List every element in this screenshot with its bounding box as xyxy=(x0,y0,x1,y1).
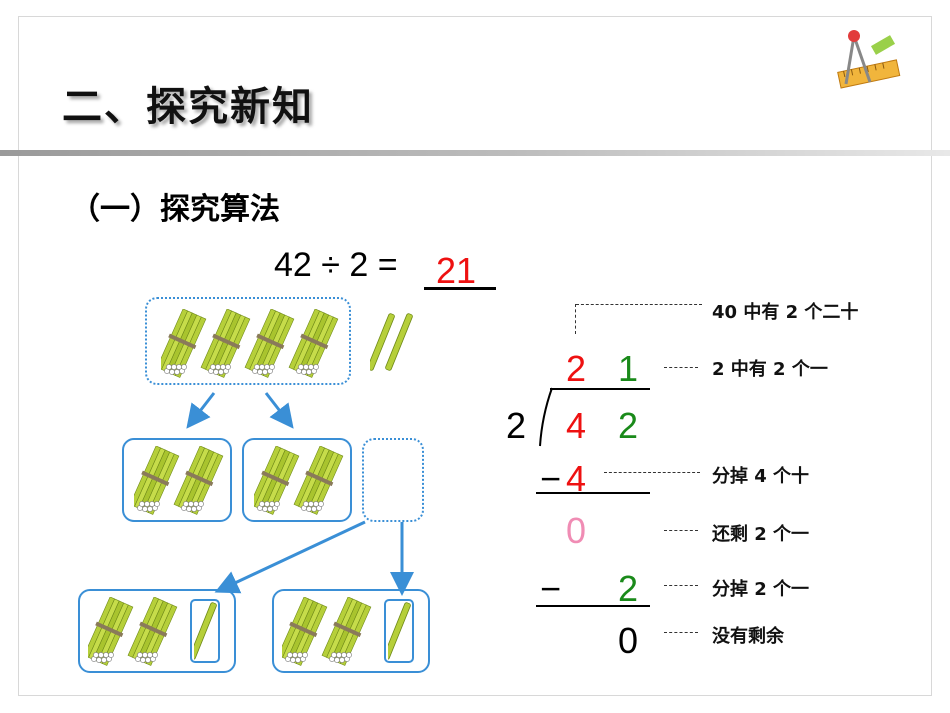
division-bracket xyxy=(539,387,553,447)
title-divider xyxy=(0,150,950,156)
dividend-ones-digit: 2 xyxy=(618,405,639,446)
subtrahend-second: 2 xyxy=(618,568,639,609)
note-distribute-two-ones: 分掉 2 个一 xyxy=(712,579,810,600)
section-subtitle: （一）探究算法 xyxy=(70,192,280,227)
equation-expression: 42 ÷ 2 = xyxy=(274,246,398,284)
note-distribute-four-tens: 分掉 4 个十 xyxy=(712,466,810,487)
remainder-first: 0 xyxy=(566,510,587,551)
note-leader-6 xyxy=(664,632,698,633)
group-a-tens-box xyxy=(122,438,232,522)
note-remaining-two-ones: 还剩 2 个一 xyxy=(712,524,810,545)
minus-sign-second: − xyxy=(540,568,562,609)
final-remainder: 0 xyxy=(618,620,639,661)
ten-bundles-two-icon xyxy=(134,446,226,516)
note-leader-1-drop xyxy=(575,304,576,334)
initial-bundles-box xyxy=(145,297,351,385)
note-two-has-two-ones: 2 中有 2 个一 xyxy=(712,359,828,380)
division-bar xyxy=(550,388,650,390)
single-stick-frame xyxy=(384,599,414,663)
divisor-digit: 2 xyxy=(506,405,527,446)
ten-bundles-two-icon xyxy=(254,446,346,516)
note-leader-4 xyxy=(664,530,698,531)
note-leader-1 xyxy=(576,304,702,305)
single-stick-frame xyxy=(190,599,220,663)
group-a-final-box xyxy=(78,589,236,673)
answer-underline xyxy=(424,287,496,290)
group-b-tens-box xyxy=(242,438,352,522)
quotient-tens-digit: 2 xyxy=(566,348,587,389)
ruler-compass-icon xyxy=(837,30,901,89)
note-forty-has-two-twenties: 40 中有 2 个二十 xyxy=(712,302,859,323)
page-title: 二、探究新知 xyxy=(62,84,314,130)
group-b-final-box xyxy=(272,589,430,673)
ten-bundles-two-icon xyxy=(88,597,180,667)
subtraction-line-second xyxy=(536,605,650,607)
note-leader-3 xyxy=(604,472,700,473)
quotient-ones-digit: 1 xyxy=(618,348,639,389)
note-no-remainder: 没有剩余 xyxy=(712,626,784,647)
note-leader-5 xyxy=(664,585,698,586)
single-stick-icon xyxy=(388,601,412,661)
dividend-tens-digit: 4 xyxy=(566,405,587,446)
note-leader-2 xyxy=(664,367,698,368)
ten-bundles-two-icon xyxy=(282,597,374,667)
equation-answer: 21 xyxy=(436,250,477,291)
subtraction-line-first xyxy=(536,492,650,494)
slide-frame xyxy=(18,16,932,696)
subtrahend-first: 4 xyxy=(566,458,587,499)
single-stick-icon xyxy=(194,601,218,661)
remaining-ones-box xyxy=(362,438,424,522)
minus-sign-first: − xyxy=(540,458,562,499)
